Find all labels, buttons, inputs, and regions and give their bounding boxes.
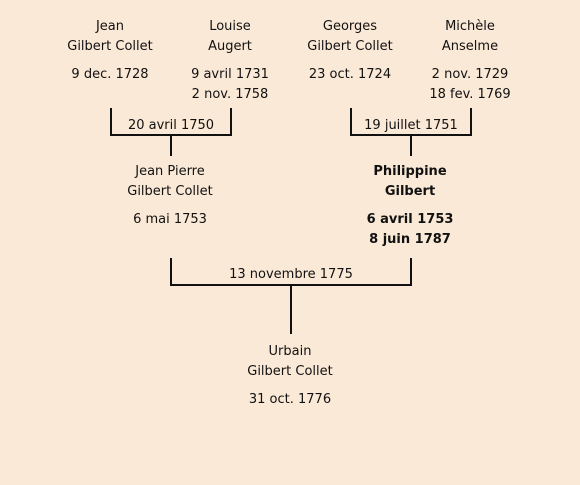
first-name: Louise: [209, 19, 251, 34]
birth-date: 9 dec. 1728: [71, 67, 149, 82]
first-name: Philippine: [373, 164, 447, 179]
connector-line: [290, 286, 292, 334]
person-urbain: Urbain Gilbert Collet 31 oct. 1776: [220, 342, 360, 410]
first-name: Jean: [95, 19, 125, 34]
connector-line: [230, 108, 232, 136]
connector-line: [170, 284, 412, 286]
marriage-date-georges-michele: 19 juillet 1751: [364, 118, 458, 133]
death-date: 8 juin 1787: [369, 232, 451, 247]
birth-date: 6 mai 1753: [133, 212, 207, 227]
birth-date: 31 oct. 1776: [248, 392, 332, 407]
last-name: Anselme: [441, 39, 499, 54]
person-michele: Michèle Anselme 2 nov. 1729 18 fev. 1769: [400, 17, 540, 105]
last-name: Augert: [208, 39, 252, 54]
person-philippine: Philippine Gilbert 6 avril 1753 8 juin 1…: [340, 162, 480, 250]
birth-date: 2 nov. 1729: [431, 67, 509, 82]
person-jean: Jean Gilbert Collet 9 dec. 1728: [40, 17, 180, 85]
person-georges: Georges Gilbert Collet 23 oct. 1724: [280, 17, 420, 85]
first-name: Georges: [322, 19, 378, 34]
birth-date: 6 avril 1753: [366, 212, 454, 227]
connector-line: [170, 136, 172, 156]
connector-line: [350, 134, 472, 136]
death-date: 18 fev. 1769: [429, 87, 511, 102]
last-name: Gilbert Collet: [307, 39, 393, 54]
connector-line: [110, 134, 232, 136]
connector-line: [170, 258, 172, 286]
first-name: Urbain: [268, 344, 312, 359]
person-louise: Louise Augert 9 avril 1731 2 nov. 1758: [160, 17, 300, 105]
last-name: Gilbert: [384, 184, 436, 199]
connector-line: [410, 258, 412, 286]
marriage-date-jeanpierre-philippine: 13 novembre 1775: [229, 267, 353, 282]
death-date: 2 nov. 1758: [191, 87, 269, 102]
person-jean-pierre: Jean Pierre Gilbert Collet 6 mai 1753: [100, 162, 240, 230]
birth-date: 9 avril 1731: [191, 67, 269, 82]
connector-line: [110, 108, 112, 136]
last-name: Gilbert Collet: [247, 364, 333, 379]
connector-line: [350, 108, 352, 136]
connector-line: [410, 136, 412, 156]
marriage-date-jean-louise: 20 avril 1750: [127, 118, 215, 133]
first-name: Michèle: [445, 19, 495, 34]
first-name: Jean Pierre: [135, 164, 205, 179]
last-name: Gilbert Collet: [67, 39, 153, 54]
connector-line: [470, 108, 472, 136]
last-name: Gilbert Collet: [127, 184, 213, 199]
birth-date: 23 oct. 1724: [308, 67, 392, 82]
